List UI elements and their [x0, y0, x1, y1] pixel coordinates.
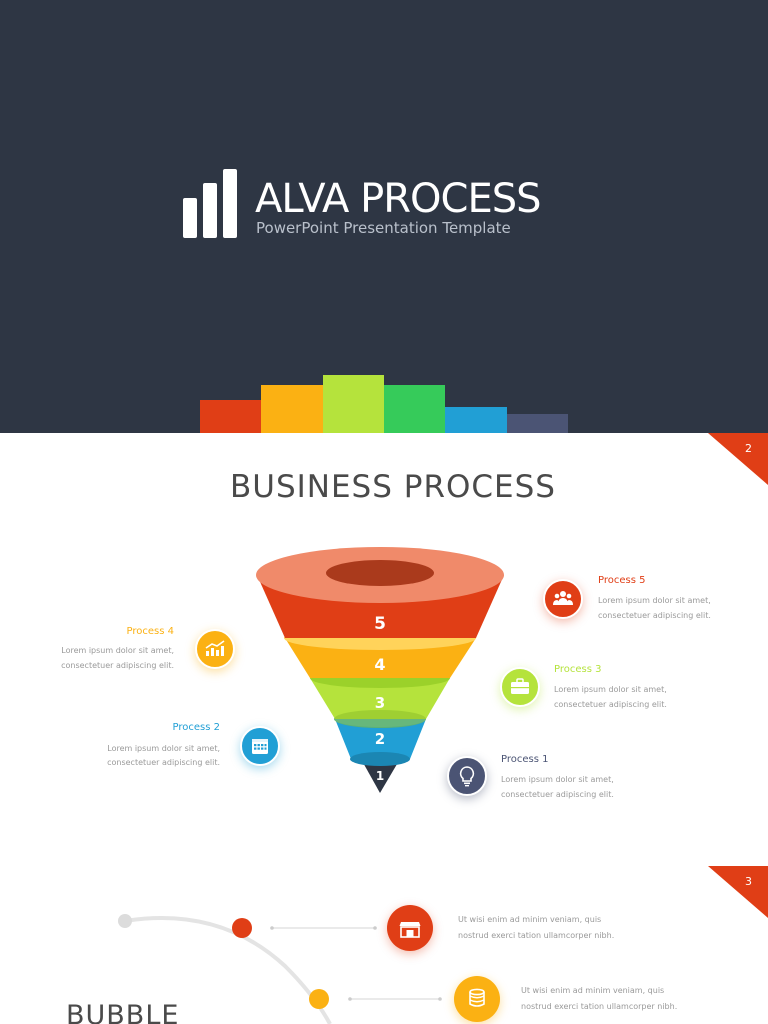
- funnel-graphic: [256, 547, 504, 793]
- color-block-slate: [507, 414, 568, 433]
- database-icon: [469, 988, 485, 1007]
- process-3-desc-line-1: Lorem ipsum dolor sit amet,: [554, 685, 667, 694]
- funnel-level-5: 5: [374, 614, 386, 634]
- team-icon: [553, 591, 573, 605]
- funnel-level-1: 1: [375, 769, 385, 783]
- briefcase-icon: [511, 678, 529, 694]
- bubble-1-badge: [387, 905, 433, 951]
- slide-title: BUBBLE: [66, 1000, 180, 1024]
- bubble-slide: 3 Ut wisi enim ad minim veniam, quis nos…: [0, 866, 768, 1024]
- page-number: 3: [745, 875, 752, 888]
- cover-subtitle: PowerPoint Presentation Template: [256, 219, 511, 237]
- funnel-level-4: 4: [374, 655, 386, 674]
- bubble-1-desc-line-1: Ut wisi enim ad minim veniam, quis: [458, 915, 602, 924]
- cover-title: ALVA PROCESS: [255, 176, 542, 222]
- process-4-desc-line-1: Lorem ipsum dolor sit amet,: [61, 646, 174, 655]
- page-corner: [708, 433, 768, 485]
- chart-up-icon: [205, 640, 225, 656]
- page-number: 2: [745, 442, 752, 455]
- process-3-desc-line-2: consectetuer adipiscing elit.: [554, 700, 667, 709]
- color-block-red: [200, 400, 261, 433]
- bubble-connector-graphic: [118, 914, 442, 1024]
- slide-title: BUSINESS PROCESS: [230, 469, 556, 505]
- store-icon: [399, 922, 421, 938]
- process-5-label: Process 5: [598, 575, 646, 586]
- process-5-desc-line-1: Lorem ipsum dolor sit amet,: [598, 596, 711, 605]
- process-4-badge: [195, 629, 235, 669]
- cover-slide: ALVA PROCESS PowerPoint Presentation Tem…: [0, 0, 768, 433]
- funnel-level-2: 2: [374, 730, 386, 748]
- process-1-label: Process 1: [501, 754, 549, 765]
- process-2-badge: [240, 726, 280, 766]
- process-1-desc-line-2: consectetuer adipiscing elit.: [501, 790, 614, 799]
- color-block-green: [384, 385, 445, 433]
- page-corner: [708, 866, 768, 918]
- bubble-2-desc-line-2: nostrud exerci tation ullamcorper nibh.: [521, 1002, 678, 1011]
- bar-chart-icon: [183, 169, 239, 238]
- color-blocks: [200, 373, 568, 433]
- process-2-label: Process 2: [172, 722, 220, 733]
- funnel-level-3: 3: [374, 694, 386, 712]
- process-5-badge: [543, 579, 583, 619]
- color-block-blue: [445, 407, 507, 433]
- process-5-desc-line-2: consectetuer adipiscing elit.: [598, 611, 711, 620]
- color-block-orange: [261, 385, 323, 433]
- process-2-desc-line-2: consectetuer adipiscing elit.: [107, 758, 220, 767]
- calendar-icon: [252, 739, 268, 754]
- process-4-desc-line-2: consectetuer adipiscing elit.: [61, 661, 174, 670]
- bubble-1-desc-line-2: nostrud exerci tation ullamcorper nibh.: [458, 931, 615, 940]
- lightbulb-icon: [459, 766, 475, 787]
- color-block-lime: [323, 375, 384, 433]
- process-3-label: Process 3: [554, 664, 602, 675]
- business-process-slide: 2 BUSINESS PROCESS 5 4 3 2 1: [0, 433, 768, 866]
- process-3-badge: [500, 667, 540, 707]
- process-1-desc-line-1: Lorem ipsum dolor sit amet,: [501, 775, 614, 784]
- bubble-2-badge: [454, 976, 500, 1022]
- process-1-badge: [447, 756, 487, 796]
- process-2-desc-line-1: Lorem ipsum dolor sit amet,: [107, 744, 220, 753]
- process-4-label: Process 4: [126, 626, 174, 637]
- bubble-2-desc-line-1: Ut wisi enim ad minim veniam, quis: [521, 986, 665, 995]
